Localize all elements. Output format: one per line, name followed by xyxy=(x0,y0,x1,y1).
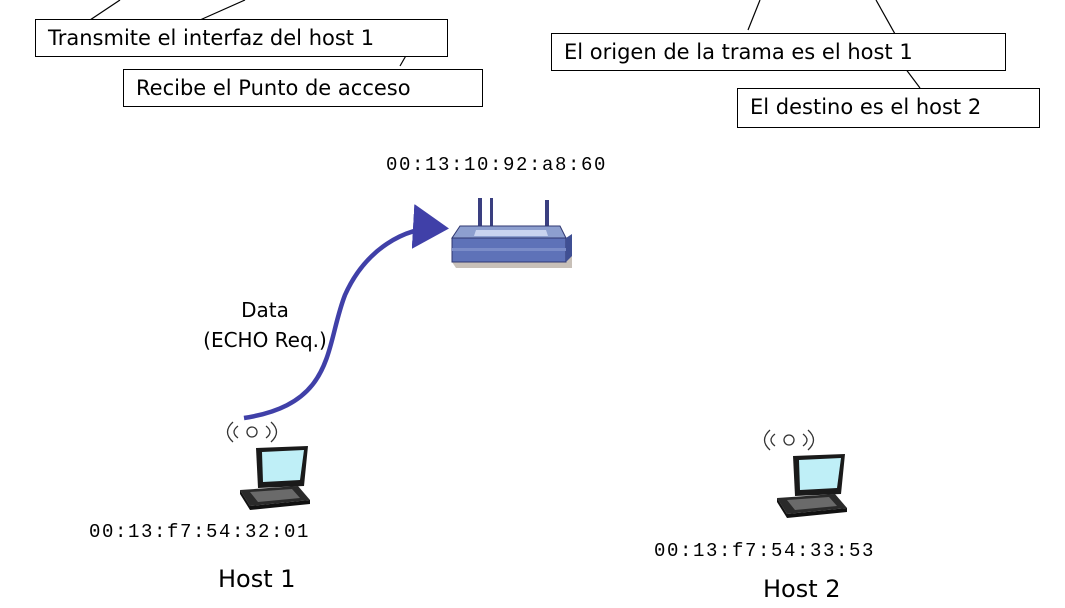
host-2-mac: 00:13:f7:54:33:53 xyxy=(654,540,876,562)
antenna-right xyxy=(545,200,549,226)
leader-line-source xyxy=(747,0,761,31)
host-1-mac: 00:13:f7:54:32:01 xyxy=(89,521,311,543)
host-1-label: Host 1 xyxy=(218,565,296,593)
callout-destination: El destino es el host 2 xyxy=(737,88,1040,128)
leader-line-transmit xyxy=(89,0,121,21)
frame-label: Data (ECHO Req.) xyxy=(160,295,370,355)
frame-label-line2: (ECHO Req.) xyxy=(203,328,327,352)
host-2-label: Host 2 xyxy=(763,575,841,603)
host-1-laptop xyxy=(226,421,310,510)
antenna-left xyxy=(478,198,482,226)
host-2-laptop xyxy=(763,429,847,518)
callout-source: El origen de la trama es el host 1 xyxy=(551,33,1006,71)
access-point-mac: 00:13:10:92:a8:60 xyxy=(386,154,608,176)
leader-line-destination xyxy=(904,67,921,89)
callout-receive: Recibe el Punto de acceso xyxy=(123,69,483,107)
frame-label-line1: Data xyxy=(241,298,289,322)
leader-line-transmit-2 xyxy=(199,0,246,21)
callout-transmit: Transmite el interfaz del host 1 xyxy=(35,19,448,57)
